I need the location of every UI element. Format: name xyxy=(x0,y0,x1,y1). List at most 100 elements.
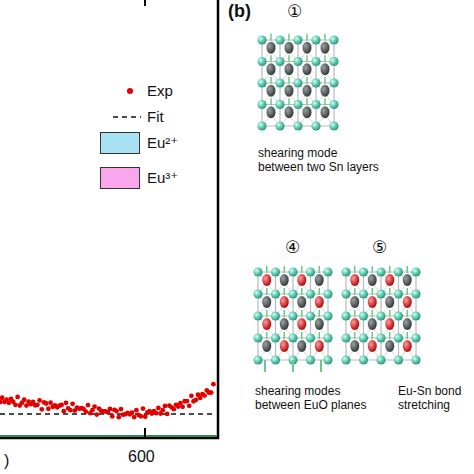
data-point xyxy=(211,382,216,387)
sn-atom xyxy=(288,289,297,298)
atom xyxy=(280,296,289,308)
displacement-arrow xyxy=(284,288,286,295)
data-point xyxy=(86,403,91,408)
displacement-arrow xyxy=(270,34,272,41)
displacement-arrow xyxy=(354,288,356,295)
sn-atom xyxy=(376,355,385,364)
sn-atom xyxy=(329,78,338,87)
displacement-arrow xyxy=(319,310,321,317)
displacement-arrow xyxy=(389,266,391,273)
atom xyxy=(350,318,359,330)
sn-atom xyxy=(341,333,350,342)
sn-atom xyxy=(394,267,403,276)
data-point xyxy=(116,415,121,420)
data-point xyxy=(44,401,49,406)
displacement-arrow xyxy=(407,332,409,339)
crystal-structure xyxy=(253,266,332,372)
sn-atom xyxy=(376,311,385,320)
displacement-arrow xyxy=(407,310,409,317)
atom xyxy=(350,274,359,286)
atom xyxy=(303,42,312,54)
atom xyxy=(285,106,294,118)
baseline xyxy=(0,435,217,437)
displacement-arrow xyxy=(389,332,391,339)
displacement-arrow xyxy=(301,332,303,339)
legend-dot xyxy=(127,88,133,94)
displacement-arrow xyxy=(319,288,321,295)
displacement-arrow xyxy=(306,55,308,62)
atom xyxy=(285,42,294,54)
data-point xyxy=(35,402,40,407)
sn-atom xyxy=(359,289,368,298)
displacement-arrow xyxy=(264,360,266,372)
callout-number: ① xyxy=(287,2,302,22)
legend-swatch xyxy=(100,132,140,154)
sn-atom xyxy=(394,355,403,364)
atom xyxy=(297,274,306,286)
sn-atom xyxy=(253,267,262,276)
sn-atom xyxy=(341,311,350,320)
data-point xyxy=(70,401,75,406)
sn-atom xyxy=(253,289,262,298)
data-point xyxy=(108,407,113,412)
displacement-arrow xyxy=(284,310,286,317)
sn-atom xyxy=(275,35,284,44)
atom xyxy=(303,85,312,97)
atom xyxy=(285,85,294,97)
sn-atom xyxy=(311,35,320,44)
data-point xyxy=(94,412,99,417)
atom xyxy=(280,318,289,330)
sn-atom xyxy=(311,57,320,66)
displacement-arrow xyxy=(301,288,303,295)
sn-atom xyxy=(293,57,302,66)
displacement-arrow xyxy=(292,360,294,372)
axis-tick xyxy=(144,0,146,6)
data-point xyxy=(185,399,190,404)
displacement-arrow xyxy=(270,77,272,84)
atom xyxy=(403,274,412,286)
data-point xyxy=(22,397,27,402)
sn-atom xyxy=(411,289,420,298)
atom xyxy=(262,296,271,308)
sn-atom xyxy=(376,289,385,298)
displacement-arrow xyxy=(288,34,290,41)
atom xyxy=(403,318,412,330)
displacement-arrow xyxy=(288,98,290,105)
displacement-arrow xyxy=(372,288,374,295)
displacement-arrow xyxy=(306,77,308,84)
sn-atom xyxy=(253,355,262,364)
displacement-arrow xyxy=(407,266,409,273)
atom xyxy=(403,340,412,352)
callout-number: ④ xyxy=(285,238,300,258)
data-point xyxy=(209,390,214,395)
data-point xyxy=(48,400,53,405)
data-point xyxy=(114,409,119,414)
sn-atom xyxy=(288,333,297,342)
displacement-arrow xyxy=(266,332,268,339)
atom xyxy=(321,42,330,54)
sn-atom xyxy=(323,289,332,298)
displacement-arrow xyxy=(288,55,290,62)
atom xyxy=(368,274,377,286)
sn-atom xyxy=(275,100,284,109)
sn-atom xyxy=(311,100,320,109)
data-point xyxy=(187,403,192,408)
displacement-arrow xyxy=(319,266,321,273)
sn-atom xyxy=(257,57,266,66)
sn-atom xyxy=(394,311,403,320)
legend-text: Eu³⁺ xyxy=(147,169,178,186)
data-point xyxy=(92,404,97,409)
displacement-arrow xyxy=(324,55,326,62)
atom xyxy=(315,318,324,330)
legend-text: Eu²⁺ xyxy=(147,134,178,151)
displacement-arrow xyxy=(306,34,308,41)
data-point xyxy=(165,412,170,417)
atom xyxy=(297,318,306,330)
displacement-arrow xyxy=(372,332,374,339)
panel-label: ) xyxy=(4,452,9,470)
sn-atom xyxy=(376,267,385,276)
sn-atom xyxy=(376,333,385,342)
sn-atom xyxy=(359,355,368,364)
sn-atom xyxy=(329,100,338,109)
panel-label: (b) xyxy=(228,1,251,22)
